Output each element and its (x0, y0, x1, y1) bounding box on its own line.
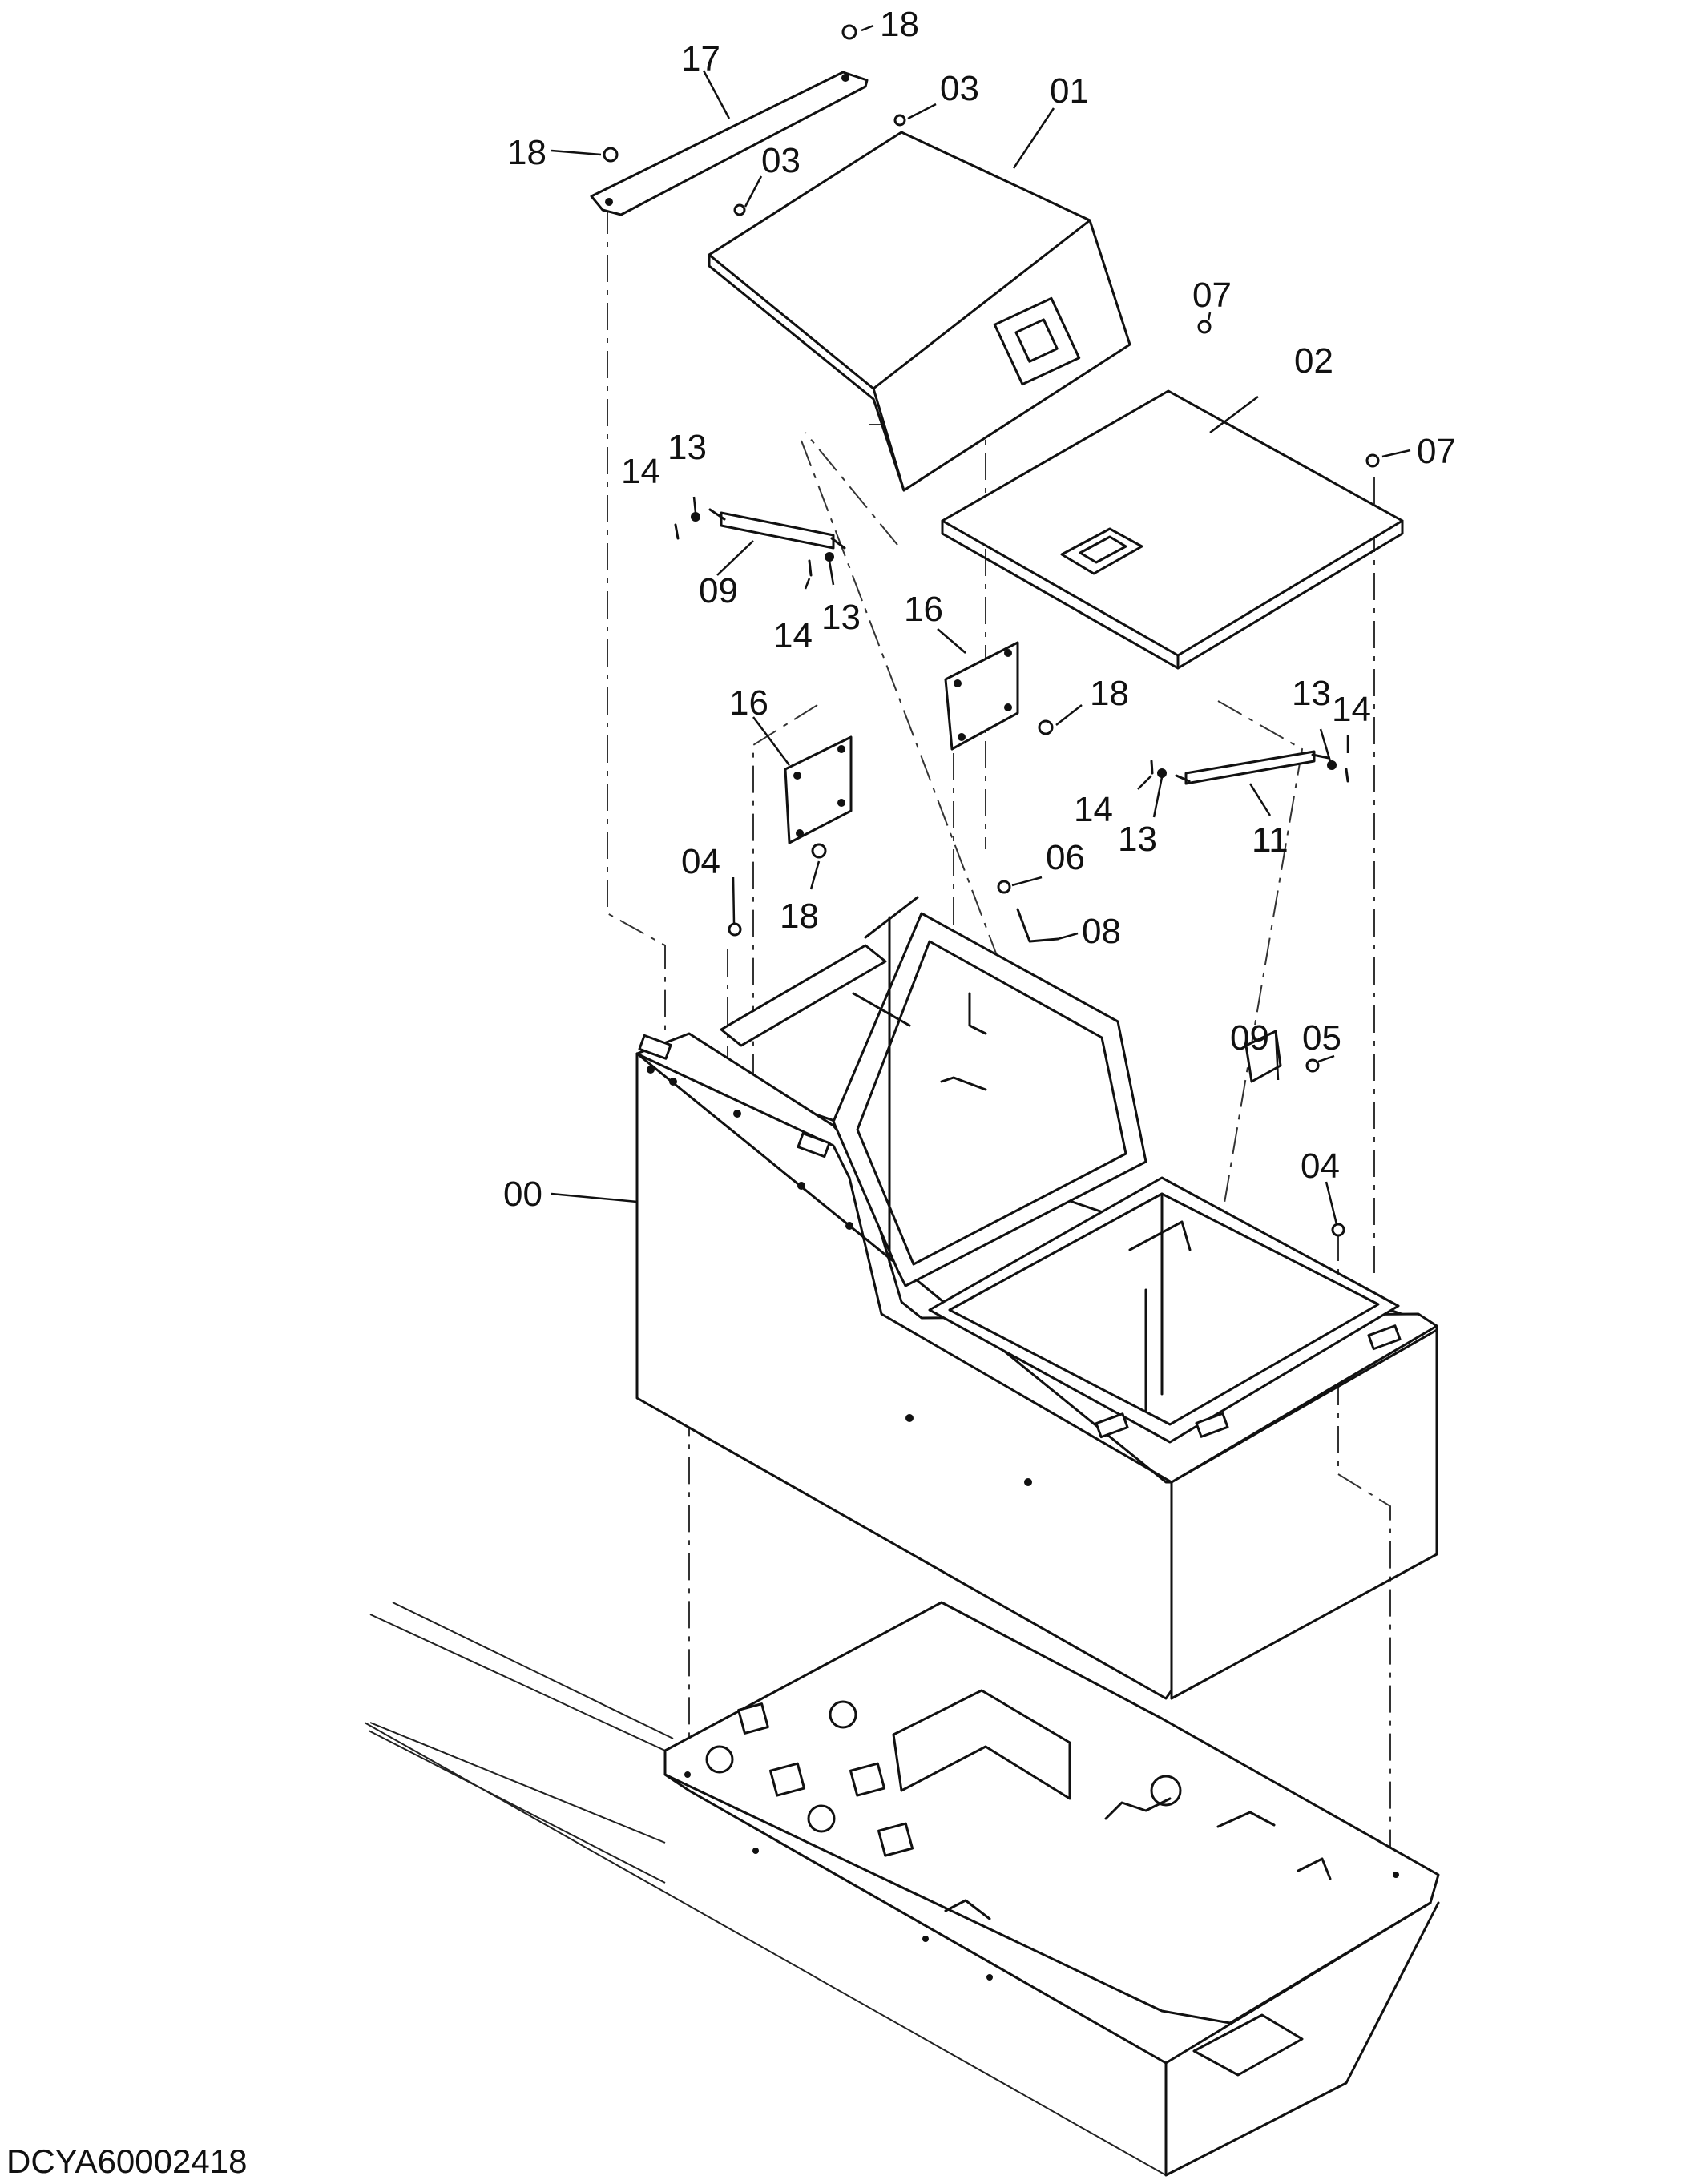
callout-16: 16 (904, 590, 943, 629)
callout-06: 06 (1046, 838, 1085, 877)
callout-02: 02 (1294, 341, 1333, 381)
callout-04: 04 (1301, 1146, 1340, 1186)
cover-part-01 (708, 131, 1131, 492)
callout-04: 04 (681, 842, 720, 881)
callout-18: 18 (880, 5, 919, 44)
callout-14: 14 (1074, 790, 1113, 829)
callout-14: 14 (773, 616, 813, 655)
callout-00: 00 (503, 1175, 542, 1214)
callout-11: 09 (699, 571, 738, 610)
callout-18: 18 (780, 897, 819, 936)
gas-spring-part-11 (674, 508, 846, 577)
callout-05: 05 (1302, 1018, 1341, 1058)
callout-14: 14 (621, 452, 660, 491)
callout-13: 13 (821, 598, 861, 637)
callout-13: 13 (668, 428, 707, 467)
callout-12: 11 (1252, 820, 1289, 860)
plate-part-16a (944, 641, 1019, 751)
plate-part-16b (784, 735, 853, 844)
callout-13: 13 (1292, 674, 1331, 713)
callout-labels-lower: 09 05 04 00 (503, 1018, 1341, 1214)
gas-spring-part-12 (1150, 750, 1349, 785)
callout-13: 13 (1118, 820, 1157, 859)
callout-03: 03 (761, 141, 801, 180)
callout-08: 08 (1082, 912, 1121, 951)
callout-17: 17 (681, 39, 720, 79)
callout-18: 18 (1090, 674, 1129, 713)
callout-07: 07 (1417, 432, 1456, 471)
cover-part-02 (941, 389, 1404, 670)
floor-base (364, 1601, 1440, 2177)
callout-07: 07 (1192, 276, 1232, 315)
callout-labels: 18 17 18 03 03 01 07 02 07 13 14 09 14 1… (507, 5, 1456, 951)
drawing-reference: DCYA60002418 (6, 2142, 247, 2180)
callout-16: 16 (729, 683, 768, 723)
callout-09: 09 (1230, 1018, 1269, 1058)
callout-14: 14 (1332, 690, 1371, 729)
leader-lines (551, 24, 1411, 1225)
callout-03: 03 (940, 69, 979, 108)
callout-01: 01 (1050, 71, 1089, 111)
callout-18: 18 (507, 133, 547, 172)
fasteners (603, 24, 1380, 1237)
strap-part-17 (590, 71, 869, 216)
console-frame-part-00 (635, 896, 1438, 1700)
